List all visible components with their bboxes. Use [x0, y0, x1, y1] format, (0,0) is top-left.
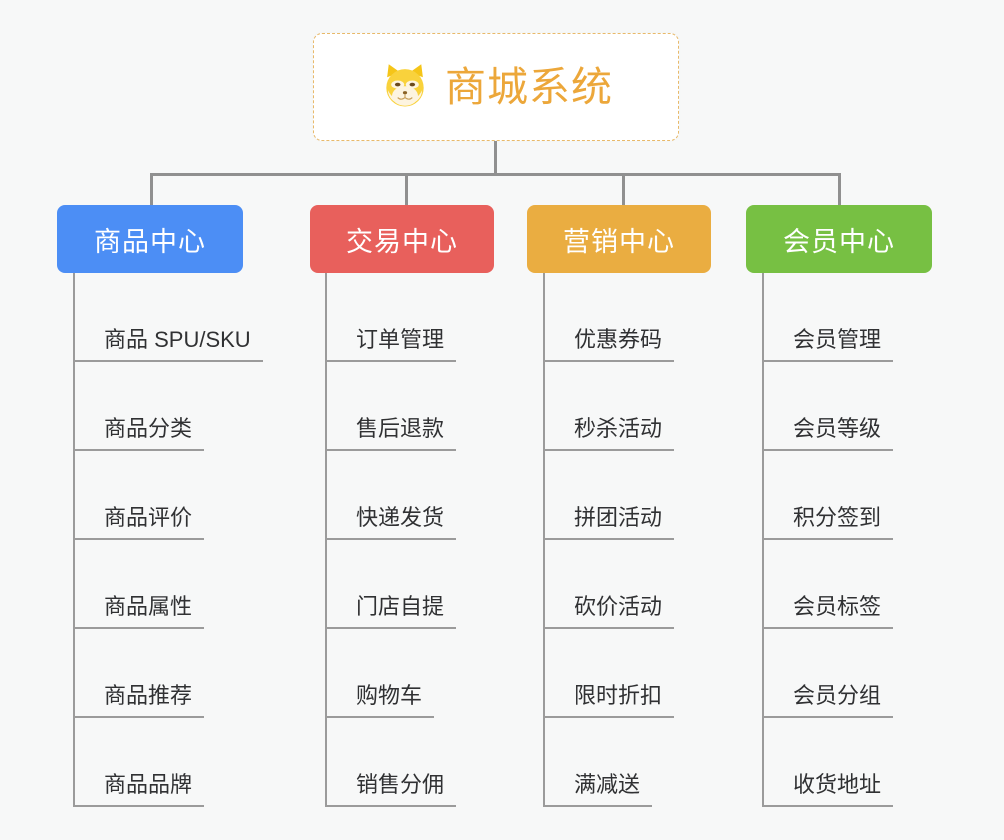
leaf-item-label: 秒杀活动: [574, 415, 663, 441]
leaf-item-label: 满减送: [574, 771, 641, 797]
leaf-item-label: 会员管理: [793, 326, 882, 352]
leaf-underline: [325, 538, 456, 540]
leaf-item-label: 快递发货: [356, 504, 445, 530]
leaf-item[interactable]: 商品品牌: [73, 718, 251, 807]
leaf-item-label: 会员等级: [793, 415, 882, 441]
category-label: 商品中心: [94, 226, 206, 257]
shiba-dog-face-icon: [386, 64, 424, 107]
category-label: 营销中心: [563, 226, 675, 257]
leaf-underline: [325, 805, 456, 807]
leaf-item-label: 销售分佣: [356, 771, 445, 797]
leaf-item[interactable]: 快递发货: [325, 451, 456, 540]
leaf-underline: [762, 538, 893, 540]
root-node-label: 商城系统: [445, 63, 613, 110]
leaf-item-label: 商品 SPU/SKU: [104, 326, 251, 352]
leaf-item-label: 商品属性: [104, 593, 193, 619]
leaf-underline: [543, 716, 674, 718]
leaf-item[interactable]: 销售分佣: [325, 718, 456, 807]
leaf-item[interactable]: 会员分组: [762, 629, 893, 718]
connector-drop-4: [838, 173, 841, 207]
leaf-item[interactable]: 会员管理: [762, 273, 893, 362]
leaf-item[interactable]: 门店自提: [325, 540, 456, 629]
column-spine: [762, 273, 764, 807]
leaf-item[interactable]: 拼团活动: [543, 451, 674, 540]
leaf-item[interactable]: 优惠券码: [543, 273, 674, 362]
category-node-trade-center[interactable]: 交易中心: [310, 205, 494, 273]
category-node-product-center[interactable]: 商品中心: [57, 205, 243, 273]
leaf-underline: [73, 360, 263, 362]
leaf-item[interactable]: 会员标签: [762, 540, 893, 629]
leaf-item[interactable]: 售后退款: [325, 362, 456, 451]
leaf-item[interactable]: 砍价活动: [543, 540, 674, 629]
leaf-item-label: 砍价活动: [574, 593, 663, 619]
connector-drop-2: [405, 173, 408, 207]
leaf-underline: [762, 627, 893, 629]
category-node-member-center[interactable]: 会员中心: [746, 205, 932, 273]
leaf-item[interactable]: 商品属性: [73, 540, 251, 629]
leaf-underline: [73, 627, 204, 629]
leaf-underline: [73, 716, 204, 718]
leaf-underline: [543, 360, 674, 362]
leaf-item-label: 订单管理: [356, 326, 445, 352]
leaf-item[interactable]: 商品 SPU/SKU: [73, 273, 263, 362]
leaf-item[interactable]: 会员等级: [762, 362, 893, 451]
category-label: 会员中心: [783, 226, 895, 257]
leaf-item-label: 会员分组: [793, 682, 882, 708]
leaf-item[interactable]: 商品评价: [73, 451, 251, 540]
leaf-underline: [325, 627, 456, 629]
leaf-column-member-center: 会员管理 会员等级 积分签到 会员标签 会员分组 收货地址: [762, 273, 893, 807]
leaf-item[interactable]: 商品分类: [73, 362, 251, 451]
leaf-underline: [762, 805, 893, 807]
leaf-item[interactable]: 订单管理: [325, 273, 456, 362]
leaf-underline: [543, 538, 674, 540]
leaf-item-label: 收货地址: [793, 771, 882, 797]
leaf-item-label: 商品推荐: [104, 682, 193, 708]
leaf-underline: [543, 449, 674, 451]
leaf-item-label: 拼团活动: [574, 504, 663, 530]
leaf-item[interactable]: 秒杀活动: [543, 362, 674, 451]
leaf-underline: [762, 360, 893, 362]
leaf-underline: [543, 627, 674, 629]
category-label: 交易中心: [346, 226, 458, 257]
leaf-item[interactable]: 限时折扣: [543, 629, 674, 718]
leaf-underline: [73, 538, 204, 540]
leaf-item-label: 会员标签: [793, 593, 882, 619]
leaf-item[interactable]: 商品推荐: [73, 629, 251, 718]
leaf-item-label: 商品品牌: [104, 771, 193, 797]
leaf-item-label: 售后退款: [356, 415, 445, 441]
leaf-column-marketing-center: 优惠券码 秒杀活动 拼团活动 砍价活动 限时折扣 满减送: [543, 273, 674, 807]
leaf-item[interactable]: 积分签到: [762, 451, 893, 540]
connector-horizontal-bus: [150, 173, 841, 176]
category-node-marketing-center[interactable]: 营销中心: [527, 205, 711, 273]
leaf-item-label: 优惠券码: [574, 326, 663, 352]
column-spine: [543, 273, 545, 807]
leaf-item[interactable]: 收货地址: [762, 718, 893, 807]
leaf-item-label: 积分签到: [793, 504, 882, 530]
leaf-underline: [325, 449, 456, 451]
leaf-item-label: 商品评价: [104, 504, 193, 530]
leaf-item-label: 限时折扣: [574, 682, 663, 708]
column-spine: [73, 273, 75, 807]
leaf-column-product-center: 商品 SPU/SKU 商品分类 商品评价 商品属性 商品推荐 商品品牌: [73, 273, 263, 807]
leaf-underline: [325, 360, 456, 362]
connector-drop-3: [622, 173, 625, 207]
leaf-underline: [325, 716, 434, 718]
leaf-item-label: 购物车: [356, 682, 423, 708]
leaf-item-label: 门店自提: [356, 593, 445, 619]
leaf-column-trade-center: 订单管理 售后退款 快递发货 门店自提 购物车 销售分佣: [325, 273, 456, 807]
leaf-item[interactable]: 满减送: [543, 718, 662, 807]
leaf-item[interactable]: 购物车: [325, 629, 444, 718]
root-node[interactable]: 商城系统: [313, 33, 679, 141]
connector-root-stem: [494, 141, 497, 175]
leaf-underline: [762, 449, 893, 451]
leaf-item-label: 商品分类: [104, 415, 193, 441]
leaf-underline: [73, 805, 204, 807]
leaf-underline: [73, 449, 204, 451]
leaf-underline: [543, 805, 652, 807]
leaf-underline: [762, 716, 893, 718]
connector-drop-1: [150, 173, 153, 207]
column-spine: [325, 273, 327, 807]
